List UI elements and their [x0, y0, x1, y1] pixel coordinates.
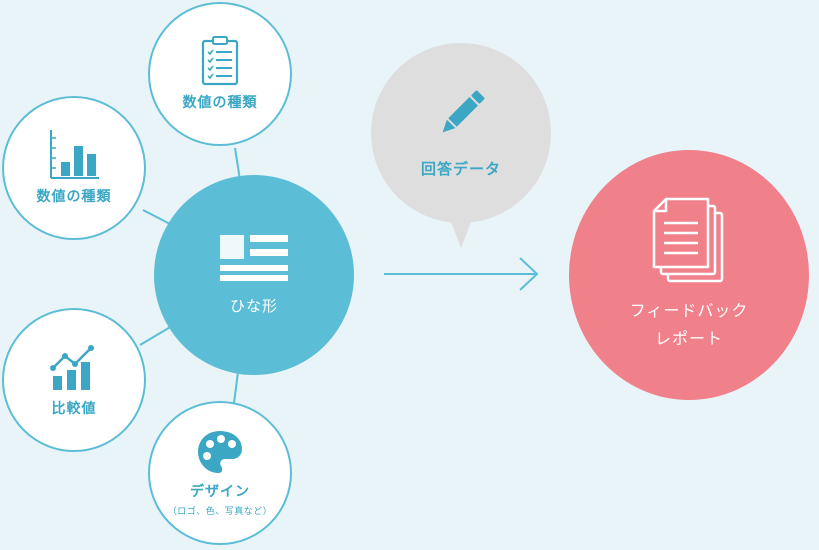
connector-bottom [233, 371, 239, 404]
connector-lower-left [139, 325, 173, 346]
node-template-hub: ひな形 [154, 175, 354, 375]
node-comparison-value: 比較値 [2, 308, 146, 452]
response-data-bubble: 回答データ [371, 43, 551, 223]
palette-icon [198, 431, 242, 473]
result-label-line2: レポート [654, 329, 723, 348]
bubble-tail [448, 214, 474, 248]
bubble-label: 回答データ [420, 159, 501, 178]
node-label: 比較値 [51, 401, 97, 417]
node-label: 数値の種類 [36, 189, 112, 205]
connector-top [234, 147, 241, 181]
node-label: 数値の種類 [182, 95, 258, 111]
node-sublabel: （ロゴ、色、写真など） [167, 507, 273, 517]
bar-chart-icon [50, 130, 99, 179]
feedback-report-node: フィードバック レポート [569, 150, 809, 400]
node-design: デザイン （ロゴ、色、写真など） [148, 401, 292, 545]
flow-arrow-head [519, 257, 539, 291]
node-value-types-top: 数値の種類 [148, 2, 292, 146]
result-label-line1: フィードバック [629, 301, 749, 320]
trend-chart-icon [50, 345, 94, 390]
node-value-types-left: 数値の種類 [2, 96, 146, 240]
layout-template-icon [220, 234, 288, 281]
hub-label: ひな形 [229, 296, 278, 315]
result-label: フィードバック レポート [630, 297, 749, 353]
clipboard-checklist-icon [201, 36, 239, 86]
connector-upper-left [142, 209, 173, 226]
pencil-icon [442, 90, 485, 132]
documents-icon [652, 197, 724, 283]
node-label: デザイン [190, 484, 250, 500]
